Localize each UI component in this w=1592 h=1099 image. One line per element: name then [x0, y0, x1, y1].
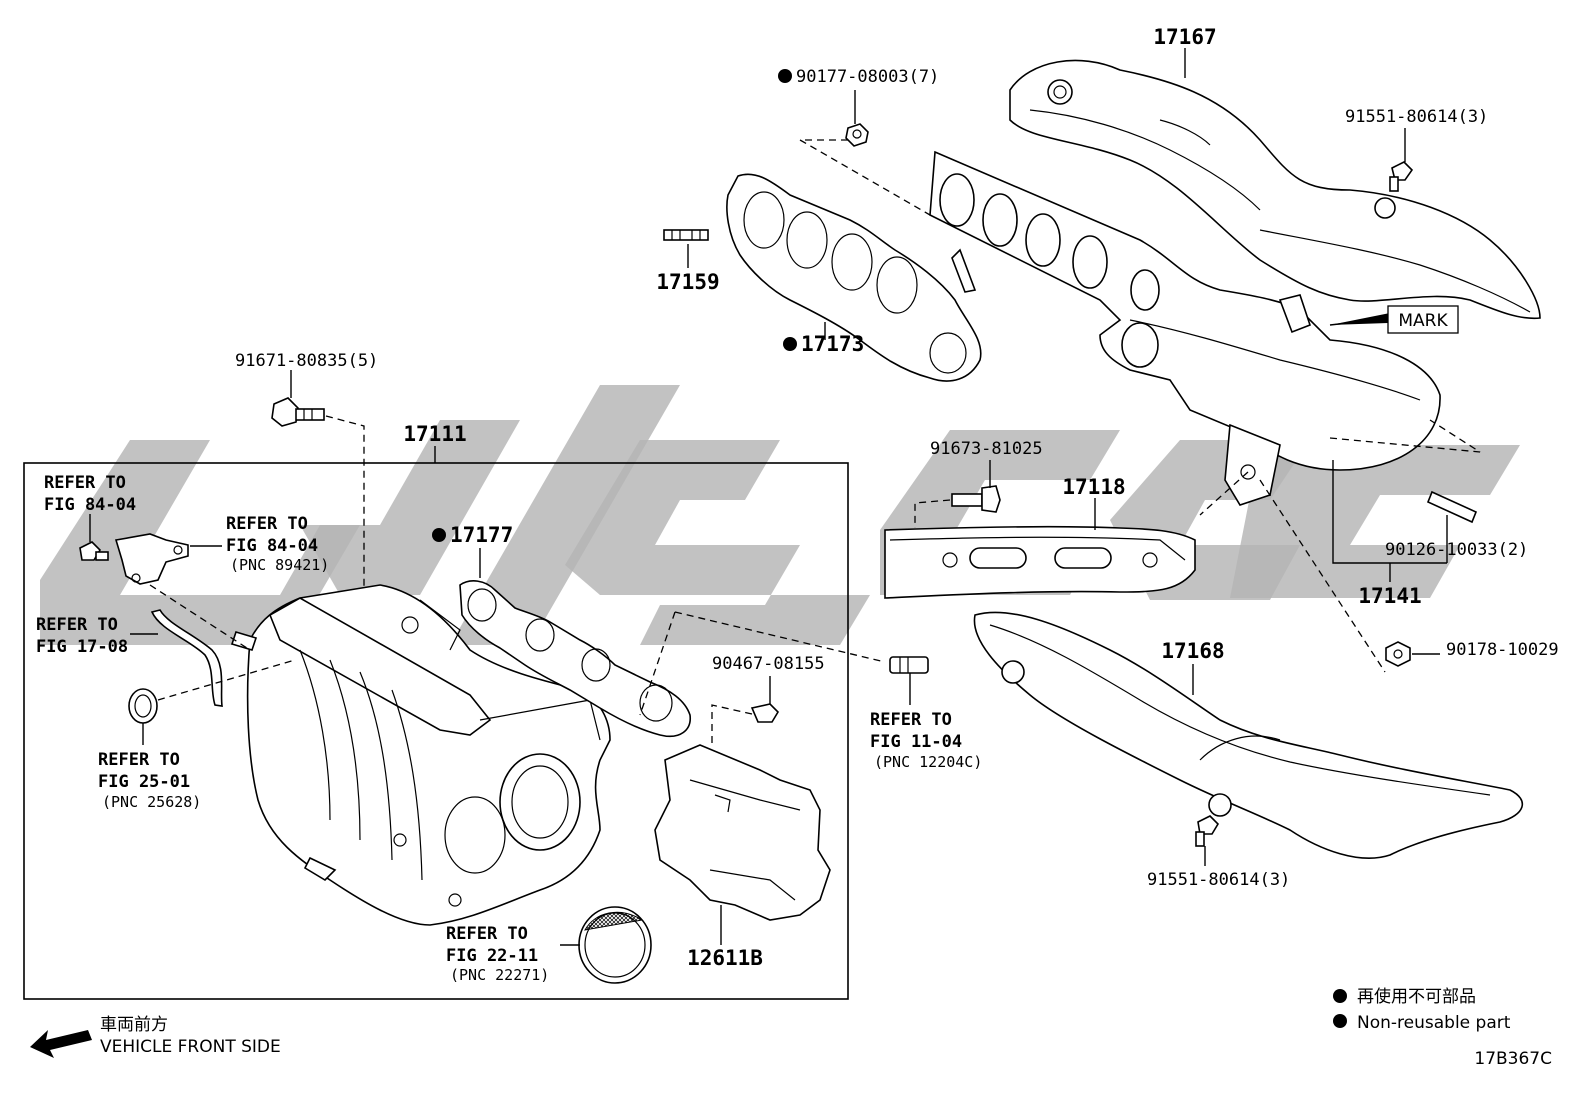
front-label-en: VEHICLE FRONT SIDE: [100, 1037, 281, 1057]
refer4-line1: REFER TO: [98, 750, 180, 770]
refer2-line3: (PNC 89421): [230, 556, 329, 574]
refer6-line3: (PNC 22271): [450, 966, 549, 984]
exhaust-manifold: [929, 150, 1441, 506]
label-12611b: 12611B: [687, 946, 763, 970]
hose: [150, 609, 223, 707]
vehicle-front-arrow-icon: [30, 1030, 92, 1058]
leader-17141: [1332, 460, 1447, 564]
refer5-line1: REFER TO: [870, 710, 952, 730]
legend-en: Non-reusable part: [1357, 1013, 1511, 1033]
mark-label: MARK: [1398, 311, 1448, 331]
intake-manifold-group-box: [23, 462, 849, 1000]
refer3-line1: REFER TO: [36, 615, 118, 635]
figure-code: 17B367C: [1474, 1049, 1552, 1069]
dash-90467: [711, 704, 753, 745]
dash-90126: [1329, 419, 1481, 453]
stud-17159: [663, 229, 709, 241]
label-17141: 17141: [1358, 584, 1421, 608]
nut-90178: [1385, 641, 1411, 667]
label-17177: 17177: [450, 523, 513, 547]
plug-12204c: [889, 656, 929, 674]
label-91673: 91673-81025: [930, 439, 1043, 459]
label-91551-top: 91551-80614(3): [1345, 107, 1488, 127]
intake-manifold: [230, 584, 611, 926]
refer2-line1: REFER TO: [226, 514, 308, 534]
label-17118: 17118: [1062, 475, 1125, 499]
manifold-stay: [884, 525, 1196, 599]
refer5-line2: FIG 11-04: [870, 732, 962, 752]
refer6-line2: FIG 22-11: [446, 946, 538, 966]
label-17111: 17111: [403, 422, 466, 446]
bolt-91671: [271, 397, 325, 427]
bolt-small-left: [79, 541, 109, 561]
refer5-line3: (PNC 12204C): [874, 753, 982, 771]
dash-gasket-17177: [639, 611, 676, 716]
legend-jp: 再使用不可部品: [1357, 986, 1476, 1007]
dash-90177: [797, 139, 931, 216]
refer6-line1: REFER TO: [446, 924, 528, 944]
non-reusable-dot-90177: [778, 69, 792, 83]
refer3-line2: FIG 17-08: [36, 637, 128, 657]
label-91671: 91671-80835(5): [235, 351, 378, 371]
refer2-line2: FIG 84-04: [226, 536, 318, 556]
label-17159: 17159: [656, 270, 719, 294]
heat-insulator-upper: [1009, 59, 1541, 320]
map-sensor: [114, 533, 189, 585]
label-90177: 90177-08003(7): [796, 67, 939, 87]
stud-90126: [1426, 490, 1478, 524]
dash-sensor: [149, 584, 251, 651]
label-90467: 90467-08155: [712, 654, 825, 674]
dash-91671: [325, 415, 365, 590]
legend-dot-en: [1333, 1014, 1347, 1028]
refer1-line2: FIG 84-04: [44, 495, 136, 515]
heat-insulator-lower: [973, 611, 1524, 859]
dash-90178: [1259, 479, 1386, 673]
o-ring: [128, 688, 158, 724]
bolt-91673: [951, 485, 1001, 513]
refer4-line3: (PNC 25628): [102, 793, 201, 811]
non-reusable-dot-17177: [432, 528, 446, 542]
front-label-jp: 車両前方: [100, 1015, 168, 1035]
bolt-91551-bottom: [1195, 815, 1220, 847]
non-reusable-dot-17173: [783, 337, 797, 351]
dash-91673: [914, 499, 951, 528]
engine-cover-12611b: [654, 744, 831, 921]
mark-callout: MARK: [1329, 305, 1459, 334]
intake-manifold-gasket: [459, 580, 691, 737]
label-90178: 90178-10029: [1446, 640, 1559, 660]
legend-dot-jp: [1333, 989, 1347, 1003]
refer4-line2: FIG 25-01: [98, 772, 190, 792]
nut-90177: [845, 123, 869, 147]
bolt-91551-top: [1389, 161, 1414, 192]
label-17168: 17168: [1161, 639, 1224, 663]
dash-stay-manifold: [1199, 471, 1249, 516]
exhaust-manifold-gasket: [726, 173, 982, 382]
air-screen: [578, 906, 652, 984]
label-17167: 17167: [1153, 25, 1216, 49]
clip-90467: [750, 703, 780, 723]
label-90126: 90126-10033(2): [1385, 540, 1528, 560]
label-17173: 17173: [801, 332, 864, 356]
refer1-line1: REFER TO: [44, 473, 126, 493]
label-91551-bottom: 91551-80614(3): [1147, 870, 1290, 890]
